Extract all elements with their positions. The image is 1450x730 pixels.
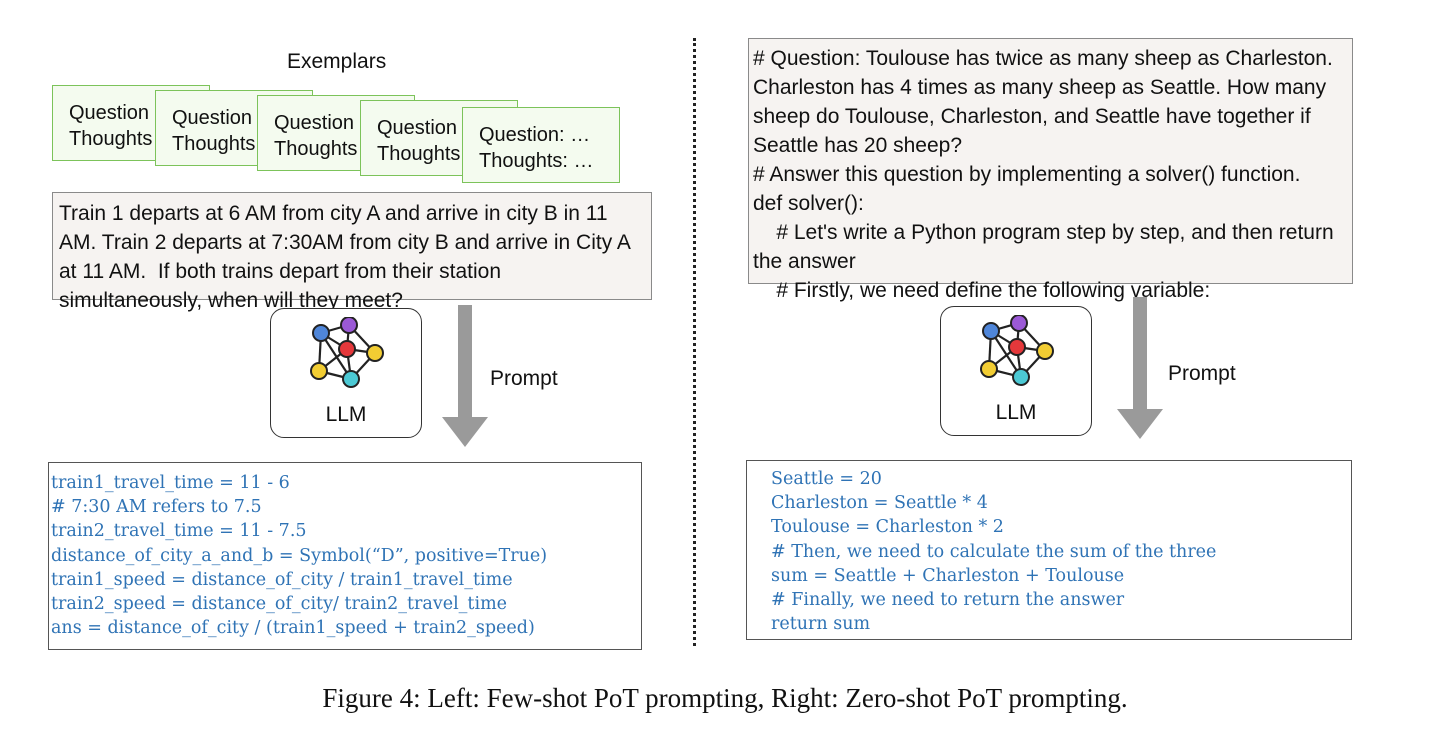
question-line: sheep do Toulouse, Charleston, and Seatt… [753,105,1311,128]
question-line: # Answer this question by implementing a… [753,163,1301,186]
panel-divider [693,38,696,646]
code-line: train1_travel_time = 11 - 6 [51,473,290,493]
code-line: Charleston = Seattle * 4 [771,493,988,514]
code-line: train1_speed = distance_of_city / train1… [51,569,513,590]
code-line: return sum [771,614,871,635]
neural-network-icon [980,315,1054,386]
question-line: Seattle has 20 sheep? [753,134,962,157]
card-question-label: Question: … [479,124,591,146]
code-line: train2_speed = distance_of_city/ train2_… [51,594,508,615]
llm-box: LLM [940,306,1092,436]
down-arrow-icon [1117,297,1163,439]
figure-caption: Figure 4: Left: Few-shot PoT prompting, … [322,683,1128,713]
card-thoughts-label: Thoughts [274,138,358,160]
code-line: train2_travel_time = 11 - 7.5 [51,521,307,542]
code-line: # Then, we need to calculate the sum of … [771,541,1217,562]
code-line: Seattle = 20 [771,469,882,489]
card-question-label: Question [274,112,355,134]
card-thoughts-label: Thoughts [69,128,153,150]
card-question-label: Question [172,107,253,129]
code-line: ans = distance_of_city / (train1_speed +… [51,618,535,639]
neural-network-icon [310,317,384,388]
code-line: Toulouse = Charleston * 2 [771,517,1004,538]
prompt-label: Prompt [490,367,558,390]
question-line: # Let's write a Python program step by s… [753,221,1334,244]
question-line: simultaneously, when will they meet? [59,289,403,312]
question-line: AM. Train 2 departs at 7:30AM from city … [59,231,631,254]
question-line: Train 1 departs at 6 AM from city A and … [59,202,608,225]
llm-box: LLM [270,308,422,438]
few-shot-code-box: train1_travel_time = 11 - 6 # 7:30 AM re… [48,462,642,650]
question-line: the answer [753,250,856,273]
prompt-label: Prompt [1168,362,1236,385]
exemplars-title: Exemplars [287,50,387,73]
few-shot-question-box: Train 1 departs at 6 AM from city A and … [52,192,652,312]
question-line: Charleston has 4 times as many sheep as … [753,76,1327,99]
code-line: # Finally, we need to return the answer [771,590,1125,611]
code-line: distance_of_city_a_and_b = Symbol(“D”, p… [51,545,548,566]
exemplar-card: Question: … Thoughts: … [462,107,620,183]
zero-shot-code-box: Seattle = 20 Charleston = Seattle * 4 To… [746,460,1352,640]
zero-shot-question-box: # Question: Toulouse has twice as many s… [748,38,1353,302]
card-thoughts-label: Thoughts: … [479,150,594,172]
llm-label: LLM [325,403,367,426]
question-line: # Question: Toulouse has twice as many s… [753,47,1333,70]
question-line: # Firstly, we need define the following … [753,279,1211,302]
card-question-label: Question [377,117,458,139]
question-line: def solver(): [753,192,864,215]
llm-label: LLM [995,401,1037,424]
card-question-label: Question [69,102,150,124]
down-arrow-icon [442,305,488,447]
card-thoughts-label: Thoughts [172,133,256,155]
code-line: sum = Seattle + Charleston + Toulouse [771,565,1125,586]
card-thoughts-label: Thoughts [377,143,461,165]
question-line: at 11 AM. If both trains depart from the… [59,260,501,283]
code-line: # 7:30 AM refers to 7.5 [51,497,262,518]
